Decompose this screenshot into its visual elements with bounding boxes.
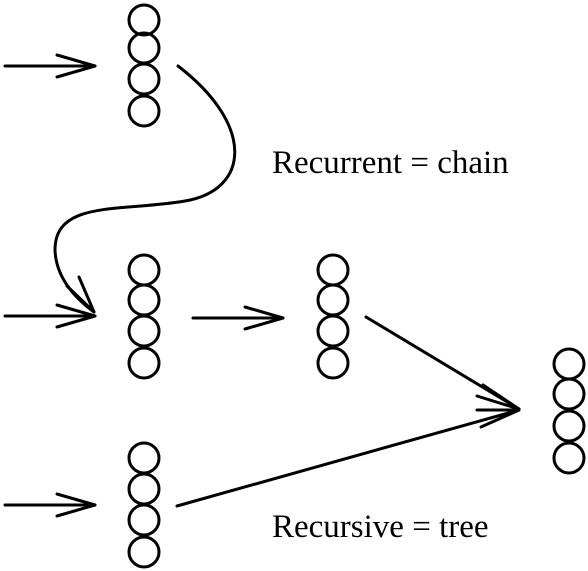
unit-circle <box>127 31 161 65</box>
unit-circle <box>316 346 350 380</box>
node-stack-branch <box>316 253 350 380</box>
unit-circle <box>552 441 586 475</box>
unit-circle <box>552 409 586 443</box>
tree-arrow-upper <box>364 315 521 411</box>
unit-circle <box>552 347 586 381</box>
input-arrow-top <box>3 53 97 79</box>
unit-circle <box>127 253 161 287</box>
unit-circle <box>127 62 161 96</box>
chain-arrow-horizontal <box>191 305 285 331</box>
recursive-label: Recursive = tree <box>272 509 489 545</box>
unit-circle <box>127 94 161 128</box>
unit-circle <box>552 377 586 411</box>
node-stack-top <box>127 3 161 128</box>
unit-circle <box>127 3 161 37</box>
input-arrow-bottom <box>3 492 97 518</box>
unit-circle <box>127 472 161 506</box>
tree-arrow-lower <box>175 408 521 508</box>
unit-circle <box>127 503 161 537</box>
unit-circle <box>316 283 350 317</box>
recurrent-label: Recurrent = chain <box>272 145 509 181</box>
input-arrow-middle <box>3 303 97 329</box>
unit-circle <box>127 535 161 569</box>
node-stack-middle <box>127 253 161 380</box>
node-stack-root <box>552 347 586 475</box>
node-stack-bottom <box>127 441 161 569</box>
unit-circle <box>127 441 161 475</box>
unit-circle <box>316 253 350 287</box>
unit-circle <box>127 314 161 348</box>
recurrent-curve-arrow <box>53 64 237 314</box>
unit-circle <box>127 283 161 317</box>
unit-circle <box>316 314 350 348</box>
unit-circle <box>127 346 161 380</box>
